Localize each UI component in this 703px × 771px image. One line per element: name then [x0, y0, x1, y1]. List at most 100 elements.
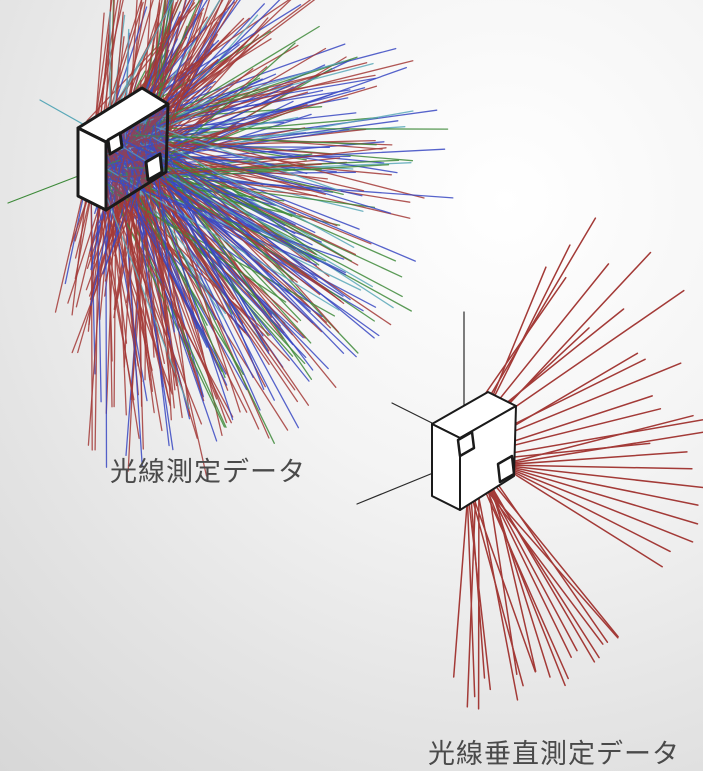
- ray: [492, 395, 653, 449]
- ray: [499, 464, 663, 568]
- ray: [146, 42, 296, 177]
- ray: [452, 479, 470, 678]
- ray: [152, 177, 234, 421]
- ray: [144, 168, 148, 381]
- ray: [466, 479, 477, 708]
- box-left-face: [76, 126, 108, 212]
- ray: [98, 0, 143, 137]
- ray: [155, 149, 313, 380]
- ray: [487, 479, 551, 678]
- ray: [94, 0, 113, 122]
- ray: [465, 479, 476, 698]
- caption-ray-vertical-measurement-data: 光線垂直測定データ: [428, 739, 680, 770]
- ray: [143, 149, 183, 419]
- ray: [482, 217, 597, 409]
- ray: [129, 159, 400, 174]
- ray: [104, 1, 144, 127]
- ray: [154, 68, 254, 149]
- ray: [155, 157, 191, 417]
- ray: [116, 153, 148, 300]
- ray: [156, 60, 414, 126]
- ray: [88, 171, 287, 303]
- ray: [127, 161, 145, 472]
- ray: [499, 431, 703, 466]
- ray: [499, 464, 699, 506]
- ray: [149, 139, 270, 355]
- ray: [499, 464, 671, 553]
- ray: [112, 116, 299, 152]
- ray-bundle-vertical: [452, 217, 703, 710]
- ray-vertical-measurement-cluster: [356, 217, 703, 710]
- ray: [154, 69, 336, 126]
- ray: [109, 133, 163, 432]
- ray: [93, 131, 133, 265]
- ray: [110, 175, 232, 424]
- light-source-box: [431, 391, 517, 511]
- ray: [98, 128, 350, 167]
- ray: [499, 414, 694, 466]
- ray: [489, 244, 571, 405]
- ray: [130, 168, 174, 451]
- lens-square: [144, 152, 164, 182]
- ray: [486, 479, 596, 663]
- ray: [471, 276, 567, 413]
- ray: [104, 177, 345, 260]
- ray: [499, 451, 688, 466]
- ray-measurement-cluster: [7, 0, 454, 477]
- ray: [490, 479, 537, 673]
- ray: [87, 125, 311, 261]
- ray: [138, 141, 394, 309]
- ray: [123, 134, 154, 392]
- ray: [138, 140, 314, 371]
- ray: [135, 87, 366, 150]
- lens-square: [106, 131, 124, 156]
- ray: [125, 25, 320, 145]
- box-left-face: [431, 423, 461, 511]
- ray: [485, 263, 610, 417]
- ray: [88, 157, 340, 311]
- ray-bundle-dense: [54, 0, 454, 477]
- ray: [90, 138, 347, 276]
- ray: [138, 176, 208, 477]
- box-front-face: [104, 102, 170, 212]
- ray: [479, 479, 569, 680]
- ray: [482, 479, 566, 687]
- ray: [141, 127, 449, 130]
- ray: [486, 479, 518, 675]
- ray: [489, 479, 619, 638]
- ray: [140, 164, 390, 180]
- ray: [143, 146, 416, 262]
- ray: [149, 147, 360, 230]
- ray: [152, 0, 211, 179]
- lens-square: [456, 430, 476, 458]
- ray: [119, 47, 397, 123]
- ray: [474, 479, 519, 701]
- ray: [152, 158, 300, 429]
- ray: [132, 134, 377, 146]
- ray: [484, 479, 578, 652]
- ray: [135, 147, 387, 177]
- ray: [90, 168, 93, 451]
- lens-square: [496, 454, 516, 484]
- ray: [89, 154, 290, 362]
- ray: [499, 464, 699, 525]
- ray: [95, 164, 140, 439]
- light-source-box: [76, 86, 170, 212]
- ray: [129, 91, 309, 144]
- ray: [114, 169, 149, 252]
- ray: [494, 479, 609, 643]
- ray: [121, 138, 296, 226]
- ray: [496, 352, 639, 437]
- ray: [499, 464, 693, 470]
- ray: [141, 137, 392, 214]
- ray: [149, 175, 454, 199]
- ray: [95, 126, 241, 315]
- ray: [105, 172, 108, 468]
- ray: [499, 464, 694, 543]
- ray: [499, 464, 703, 489]
- ray: [151, 154, 345, 354]
- box-front-face: [459, 405, 517, 511]
- ray: [145, 146, 363, 197]
- ray: [153, 85, 378, 153]
